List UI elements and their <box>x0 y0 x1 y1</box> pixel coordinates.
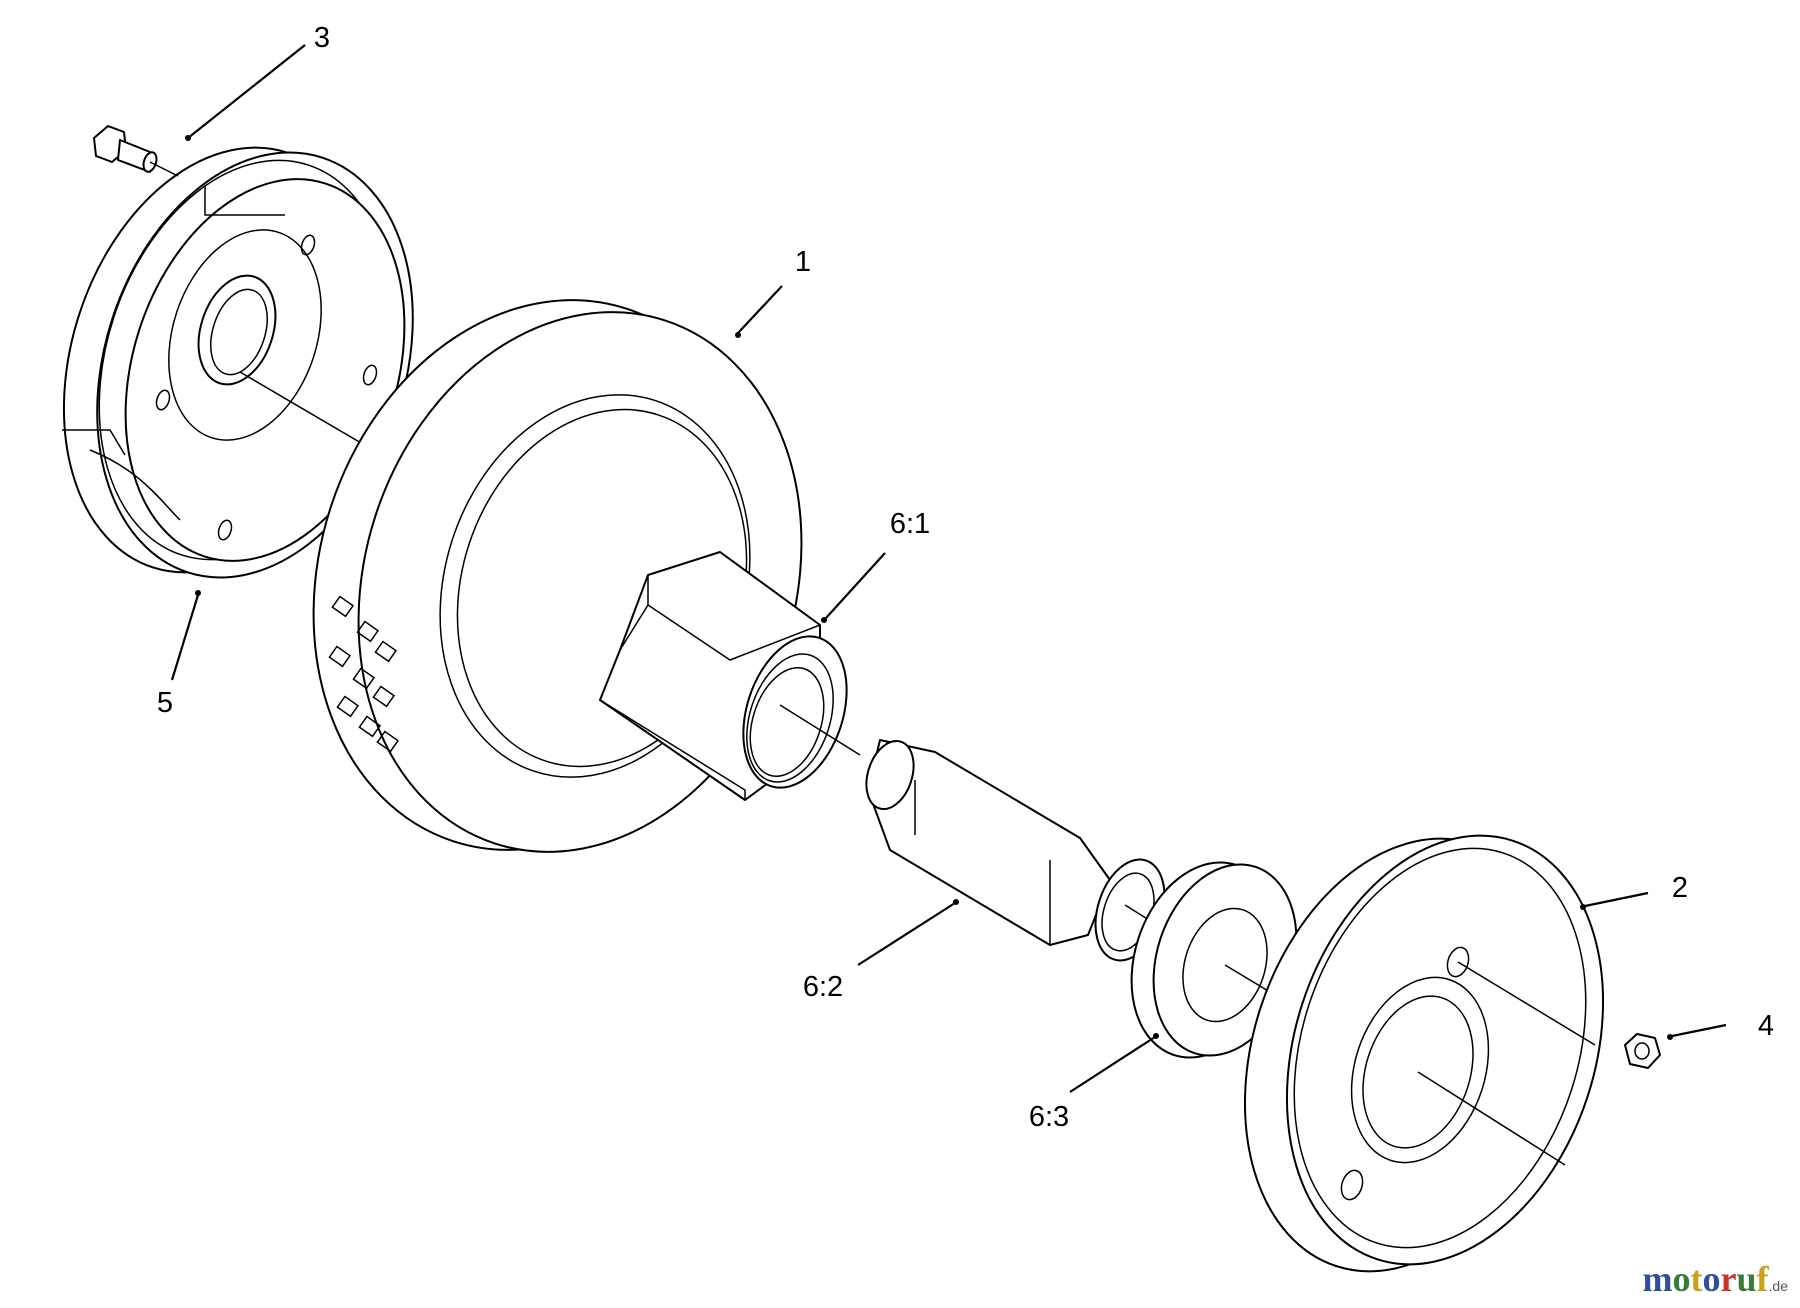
watermark-letter: o <box>1702 1259 1721 1299</box>
part-6-1-hub-tube <box>599 551 861 801</box>
callout-2: 2 <box>1672 872 1688 904</box>
callout-4: 4 <box>1758 1010 1774 1042</box>
watermark-letter: f <box>1756 1259 1769 1299</box>
watermark-logo: motoruf.de <box>1643 1258 1788 1300</box>
callout-6-2: 6:2 <box>803 971 843 1003</box>
part-4-nut <box>1624 1033 1661 1069</box>
watermark-letter: t <box>1690 1259 1703 1299</box>
callout-1: 1 <box>795 246 811 278</box>
callout-3: 3 <box>314 22 330 54</box>
leader-lines <box>170 44 1727 1093</box>
part-5-hub-half <box>62 146 414 579</box>
watermark-letter: o <box>1672 1259 1691 1299</box>
callout-6-3: 6:3 <box>1029 1101 1069 1133</box>
watermark-letter: m <box>1642 1259 1673 1299</box>
part-3-bolt <box>93 125 179 177</box>
tire-tread <box>328 595 400 753</box>
watermark-tld: .de <box>1768 1278 1788 1294</box>
watermark-letter: r <box>1720 1259 1737 1299</box>
part-6-2-axle-shaft <box>865 739 1166 962</box>
callout-labels: 3 5 1 6:1 6:2 6:3 2 4 <box>157 22 1774 1133</box>
watermark-letter: u <box>1736 1259 1757 1299</box>
callout-5: 5 <box>157 687 173 719</box>
part-2-hub-cap <box>1243 834 1605 1273</box>
callout-6-1: 6:1 <box>890 508 930 540</box>
